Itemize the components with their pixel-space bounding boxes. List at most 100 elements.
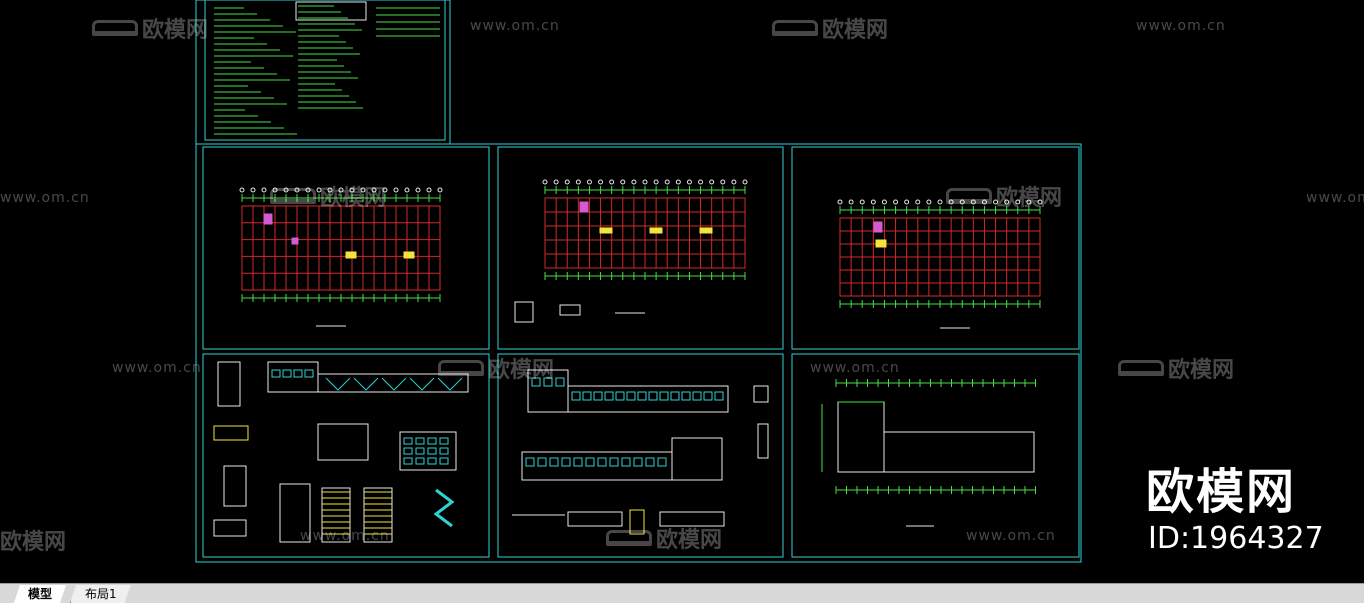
axis-bubble xyxy=(731,179,737,185)
window xyxy=(714,391,724,401)
window xyxy=(621,457,631,467)
axis-bubble xyxy=(250,187,256,193)
room-accent xyxy=(263,213,273,225)
axis-bubble xyxy=(742,179,748,185)
stair-detail xyxy=(363,487,393,543)
window xyxy=(403,437,413,445)
window xyxy=(549,457,559,467)
window xyxy=(427,457,437,465)
room-accent xyxy=(599,227,613,234)
drawing-panel-6 xyxy=(791,353,1080,558)
window xyxy=(645,457,655,467)
axis-bubble xyxy=(904,199,910,205)
axis-bubble xyxy=(609,179,615,185)
brand-name: 欧模网 xyxy=(1146,464,1297,520)
window xyxy=(573,457,583,467)
elevation-block xyxy=(317,373,469,393)
axis-bubble xyxy=(959,199,965,205)
axis-bubble xyxy=(426,187,432,193)
elevation-block xyxy=(671,437,723,481)
axis-bubble xyxy=(239,187,245,193)
window xyxy=(681,391,691,401)
axis-bubble xyxy=(881,199,887,205)
window xyxy=(597,457,607,467)
room-accent xyxy=(579,201,589,213)
axis-bubble xyxy=(937,199,943,205)
axis-bubble xyxy=(261,187,267,193)
window xyxy=(571,391,581,401)
axis-bubble xyxy=(837,199,843,205)
window xyxy=(633,457,643,467)
axis-bubble xyxy=(620,179,626,185)
window xyxy=(703,391,713,401)
axis-bubble xyxy=(1037,199,1043,205)
section-block xyxy=(659,511,725,527)
section-block xyxy=(567,511,623,527)
axis-bubble xyxy=(1004,199,1010,205)
axis-bubble xyxy=(948,199,954,205)
site-building xyxy=(883,431,1035,473)
axis-bubble xyxy=(1015,199,1021,205)
axis-bubble xyxy=(272,187,278,193)
detail-block xyxy=(223,465,247,507)
axis-bubble xyxy=(1026,199,1032,205)
axis-bubble xyxy=(698,179,704,185)
window xyxy=(415,457,425,465)
window xyxy=(525,457,535,467)
detail-block xyxy=(217,361,241,407)
detail-block xyxy=(753,385,769,403)
axis-bubble xyxy=(653,179,659,185)
ramp-detail xyxy=(433,488,455,528)
detail-block xyxy=(559,304,581,316)
window xyxy=(427,447,437,455)
tab-model[interactable]: 模型 xyxy=(14,585,66,603)
sheet-inner-frame xyxy=(204,0,446,141)
window xyxy=(293,369,303,378)
axis-bubble xyxy=(404,187,410,193)
room-accent xyxy=(291,237,299,245)
axis-bubble xyxy=(327,187,333,193)
window xyxy=(439,457,449,465)
axis-bubble xyxy=(993,199,999,205)
room-accent xyxy=(649,227,663,234)
window xyxy=(561,457,571,467)
axis-bubble xyxy=(542,179,548,185)
detail-block xyxy=(757,423,769,459)
window xyxy=(692,391,702,401)
axis-bubble xyxy=(915,199,921,205)
notes-table xyxy=(295,1,367,21)
window xyxy=(403,447,413,455)
axis-bubble xyxy=(981,199,987,205)
axis-bubble xyxy=(316,187,322,193)
axis-bubble xyxy=(870,199,876,205)
axis-bubble xyxy=(893,199,899,205)
axis-bubble xyxy=(382,187,388,193)
axis-bubble xyxy=(970,199,976,205)
room-accent xyxy=(345,251,357,259)
axis-bubble xyxy=(294,187,300,193)
axis-bubble xyxy=(393,187,399,193)
window xyxy=(555,377,565,387)
axis-bubble xyxy=(360,187,366,193)
drawing-viewport[interactable]: 欧模网 www.om.cn 欧模网 www.om.cn www.om.cn 欧模… xyxy=(0,0,1364,583)
axis-bubble xyxy=(642,179,648,185)
window xyxy=(585,457,595,467)
detail-block xyxy=(213,519,247,537)
window xyxy=(657,457,667,467)
window xyxy=(403,457,413,465)
elevation-block xyxy=(567,385,729,413)
window xyxy=(531,377,541,387)
axis-bubble xyxy=(720,179,726,185)
tab-layout1[interactable]: 布局1 xyxy=(70,585,131,603)
window xyxy=(604,391,614,401)
window xyxy=(626,391,636,401)
stair-detail xyxy=(321,487,351,543)
axis-bubble xyxy=(631,179,637,185)
window xyxy=(282,369,292,378)
elevation-block xyxy=(527,369,569,413)
site-building xyxy=(837,401,885,473)
axis-bubble xyxy=(437,187,443,193)
drawing-panel-4 xyxy=(202,353,490,558)
window xyxy=(415,447,425,455)
axis-bubble xyxy=(926,199,932,205)
